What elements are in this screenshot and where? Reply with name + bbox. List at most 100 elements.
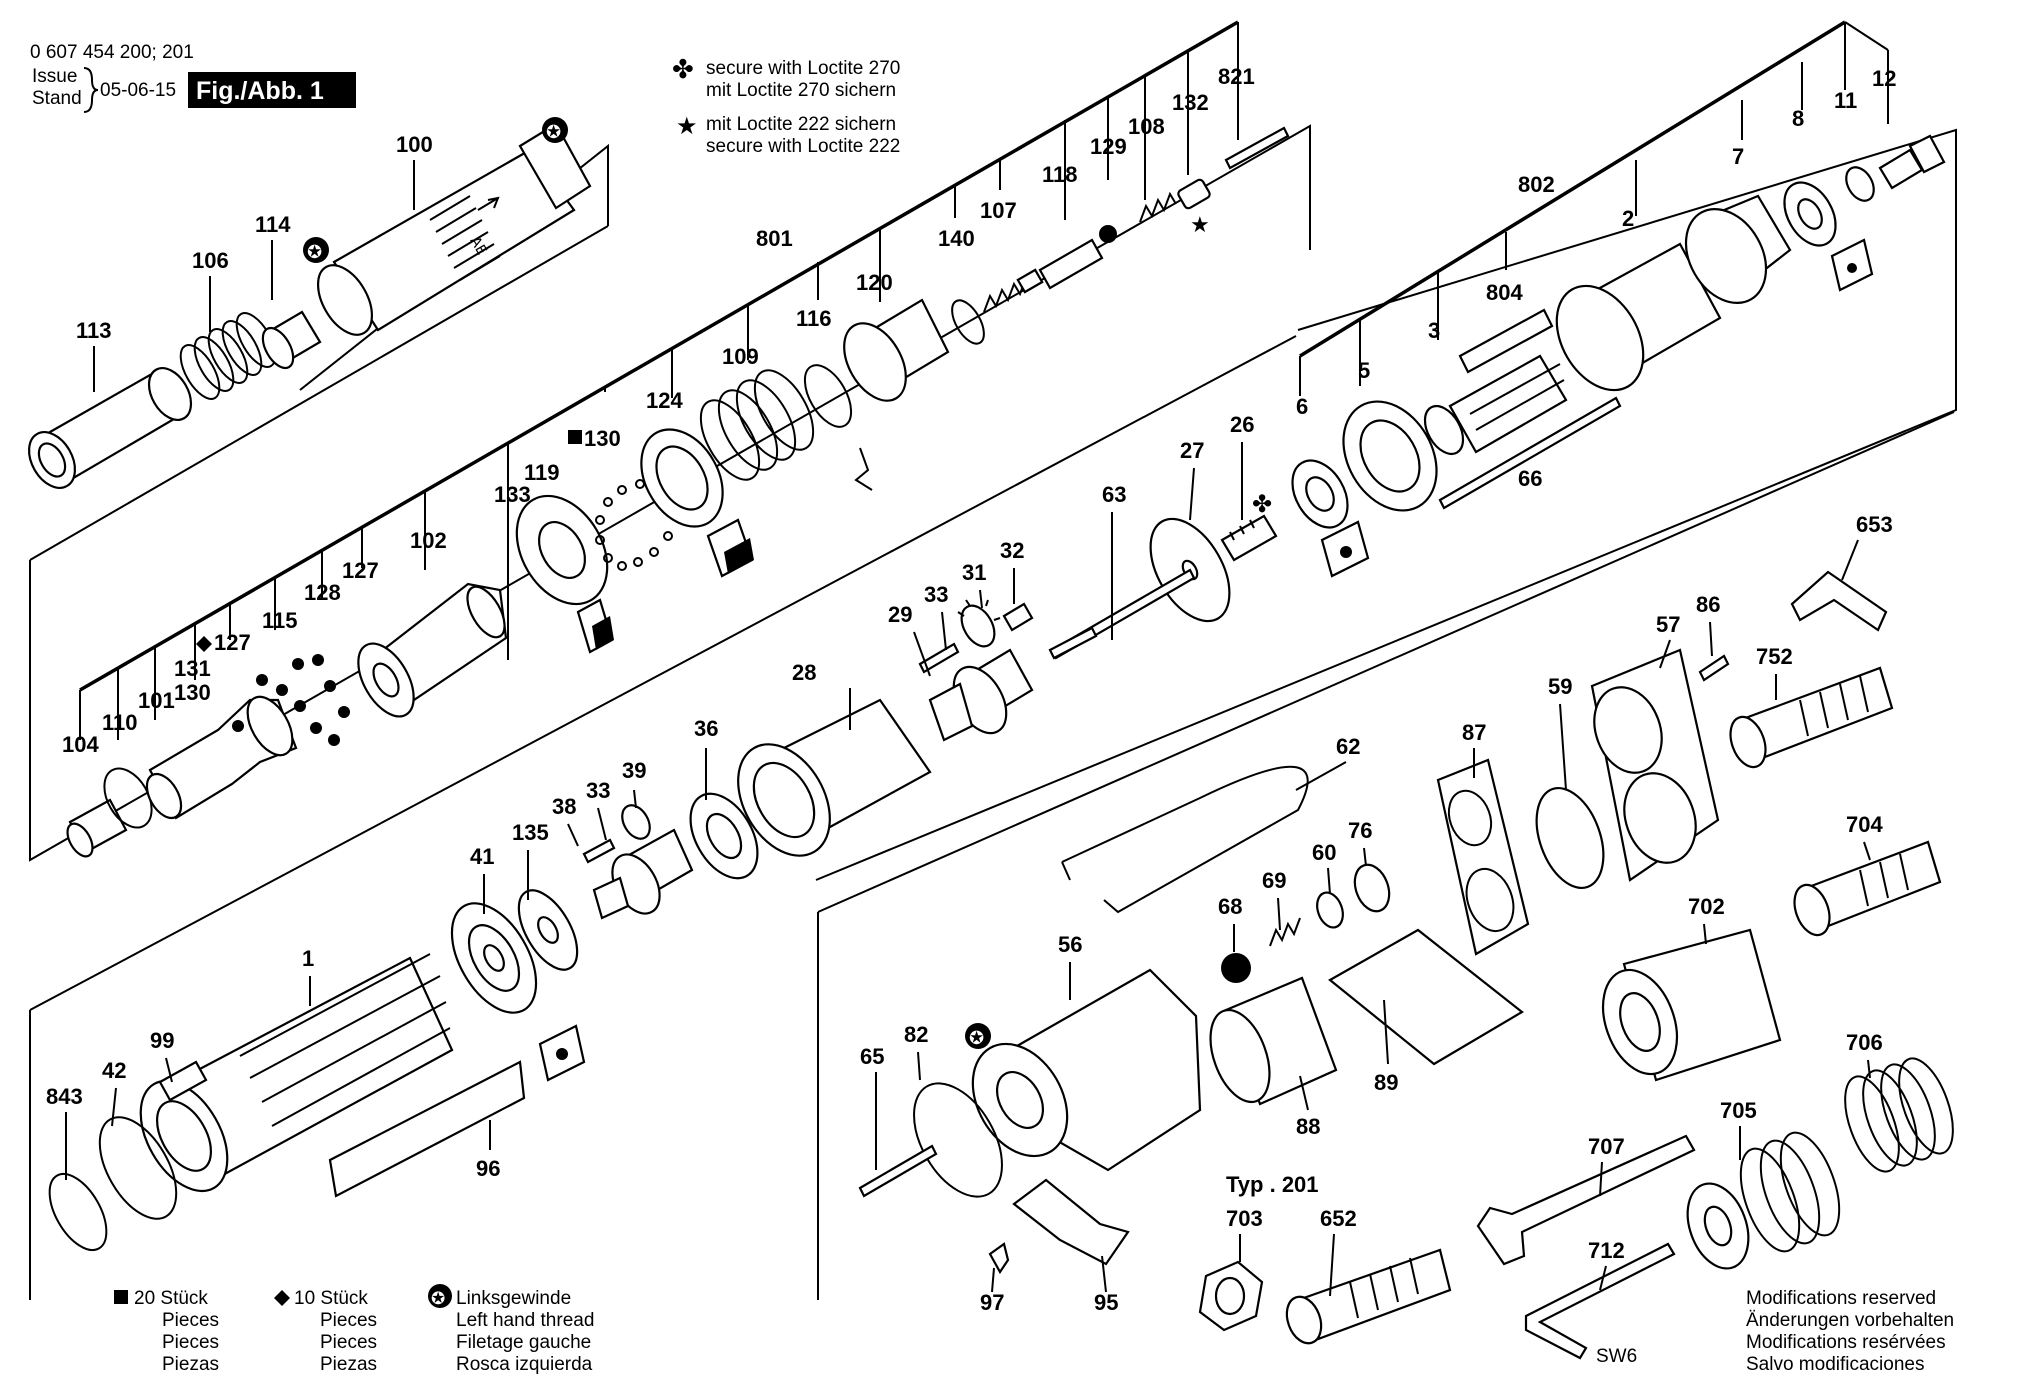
- label-102: 102: [410, 528, 447, 553]
- label-27: 27: [1180, 438, 1204, 463]
- left-hand-thread-icon: ✪: [303, 237, 329, 263]
- issue-date: 05-06-15: [100, 80, 176, 101]
- label-128: 128: [304, 580, 341, 605]
- legend-square-4: Piezas: [162, 1354, 219, 1375]
- part-96-sleeve: [328, 1060, 526, 1198]
- label-8: 8: [1792, 106, 1804, 131]
- label-140: 140: [938, 226, 975, 251]
- part-124-bushing: [640, 428, 724, 528]
- part-7-endplate: [1684, 194, 1792, 304]
- label-801: 801: [756, 226, 793, 251]
- label-12: 12: [1872, 66, 1896, 91]
- label-36: 36: [694, 716, 718, 741]
- part-42-oring: [98, 1116, 178, 1220]
- part-8-bearing: [1783, 181, 1837, 247]
- label-712: 712: [1588, 1238, 1625, 1263]
- part-707-wrench: [1476, 1134, 1696, 1266]
- part-140-oring: [951, 299, 985, 345]
- label-703: 703: [1226, 1206, 1263, 1231]
- issue-label: Issue: [32, 66, 77, 87]
- label-104: 104: [62, 732, 99, 757]
- label-705: 705: [1720, 1098, 1757, 1123]
- part-38-carrier: [592, 828, 694, 920]
- part-89-silencer: [1328, 928, 1524, 1066]
- label-129: 129: [1090, 134, 1127, 159]
- typ-201-label: Typ . 201: [1226, 1172, 1319, 1197]
- label-116: 116: [796, 306, 832, 331]
- label-704: 704: [1846, 812, 1883, 837]
- label-66: 66: [1518, 466, 1542, 491]
- loctite-222-note-2: secure with Loctite 222: [706, 136, 900, 157]
- label-113: 113: [76, 318, 112, 343]
- label-11: 11: [1834, 88, 1857, 113]
- part-3-rotor: [1423, 354, 1568, 455]
- part-31-gear: [957, 599, 1001, 648]
- left-hand-thread-icon: ✪: [428, 1284, 452, 1309]
- part-33-pin: [918, 642, 960, 674]
- part-843-circlip: [48, 1173, 108, 1251]
- modifications-block: Modifications reserved Änderungen vorbeh…: [1746, 1288, 1954, 1375]
- part-62-wire: [1061, 765, 1309, 914]
- part-60-screen: [1316, 891, 1344, 929]
- bracket-ticks-802: [1299, 21, 1889, 396]
- svg-text:✪: ✪: [969, 1028, 984, 1049]
- bracket-ticks-801: [79, 22, 1239, 740]
- label-135: 135: [512, 820, 549, 845]
- label-97: 97: [980, 1290, 1004, 1315]
- label-821: 821: [1218, 64, 1255, 89]
- part-118-pin: [1016, 238, 1104, 294]
- part-116-pliers-icon: [854, 447, 873, 491]
- part-752-fitting: [1729, 666, 1894, 769]
- legend-square-3: Pieces: [162, 1332, 219, 1353]
- figure-label-box: [188, 72, 356, 108]
- label-62: 62: [1336, 734, 1360, 759]
- stand-label: Stand: [32, 88, 82, 109]
- grease-service-icon: [1320, 520, 1370, 578]
- label-115: 115: [262, 608, 298, 633]
- label-7: 7: [1732, 144, 1744, 169]
- part-702-connector: [1601, 928, 1782, 1082]
- label-127-top: 127: [342, 558, 379, 583]
- label-120: 120: [856, 270, 893, 295]
- part-1-housing: [139, 953, 454, 1193]
- label-99: 99: [150, 1028, 174, 1053]
- label-26: 26: [1230, 412, 1254, 437]
- svg-text:✪: ✪: [307, 242, 322, 263]
- modifications-line-3: Modifications resérvées: [1746, 1332, 1946, 1353]
- label-42: 42: [102, 1058, 126, 1083]
- loctite-222-note-1: mit Loctite 222 sichern: [706, 114, 896, 135]
- label-88: 88: [1296, 1114, 1320, 1139]
- part-99-plate: [158, 1060, 208, 1102]
- left-hand-thread-icon: ✪: [542, 117, 568, 143]
- label-38: 38: [552, 794, 576, 819]
- label-114: 114: [255, 212, 291, 237]
- legend-diamond-3: Pieces: [320, 1332, 377, 1353]
- label-60: 60: [1312, 840, 1336, 865]
- panel-outline-mid: [29, 335, 1297, 1300]
- label-101: 101: [138, 688, 175, 713]
- twenty-pieces-square-icon: [114, 1290, 128, 1304]
- label-804: 804: [1486, 280, 1523, 305]
- label-6: 6: [1296, 394, 1308, 419]
- label-89: 89: [1374, 1070, 1398, 1095]
- ten-pieces-diamond-icon: [274, 1290, 290, 1306]
- part-132-screw: [1177, 178, 1211, 210]
- svg-text:AE: AE: [467, 234, 490, 258]
- part-129-ball: [1099, 225, 1117, 243]
- part-704-fitting: [1793, 840, 1942, 937]
- loctite-222-star-icon: ★: [1190, 213, 1210, 238]
- sw-label: SW6: [1596, 1346, 1637, 1367]
- part-652-fitting: [1285, 1248, 1452, 1345]
- part-712-hex-key: [1524, 1242, 1676, 1360]
- twenty-pieces-square-icon: [568, 430, 582, 444]
- part-5-endplate: [1342, 400, 1438, 512]
- label-65: 65: [860, 1044, 884, 1069]
- label-127-mid: 127: [214, 630, 251, 655]
- part-6-bearing: [1291, 459, 1349, 529]
- part-109-spring: [699, 369, 815, 481]
- label-802: 802: [1518, 172, 1555, 197]
- part-41-endplate: [450, 902, 538, 1014]
- part-59-filter: [1535, 786, 1605, 890]
- part-104-cap: [66, 798, 128, 858]
- label-752: 752: [1756, 644, 1793, 669]
